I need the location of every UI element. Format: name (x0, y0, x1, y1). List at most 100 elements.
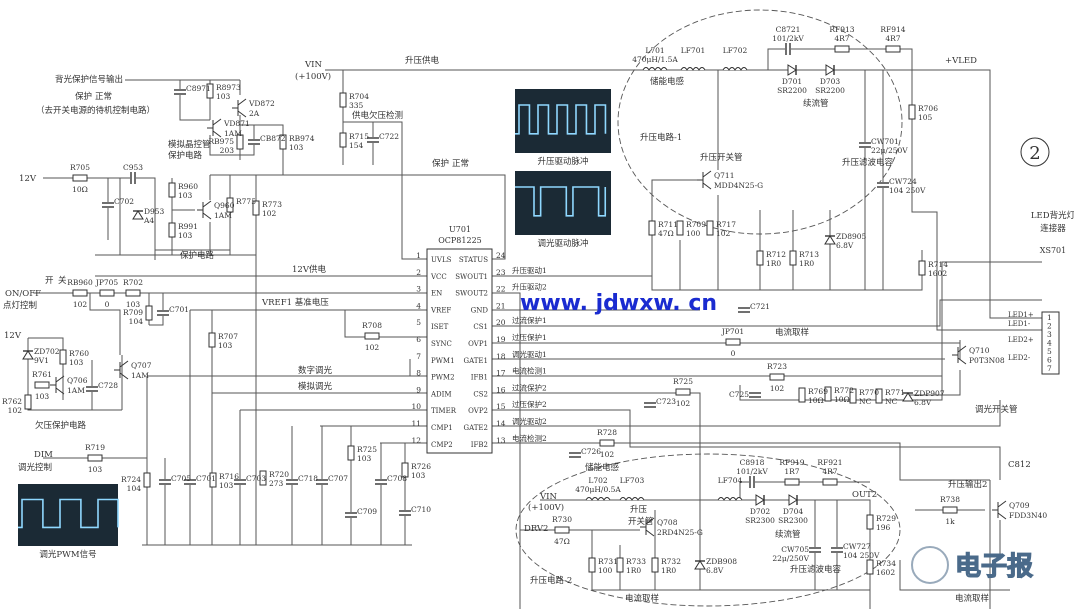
component-value: 102 (770, 384, 785, 393)
component-lf703 (619, 497, 645, 501)
resistor-icon (784, 478, 800, 486)
component-value: 273 (269, 479, 284, 488)
component-c953 (130, 171, 136, 185)
annotation: 调光控制 (18, 462, 52, 473)
boost-circuit-2-outline (515, 453, 901, 607)
component-value: 6.8V (836, 241, 854, 250)
resistor-icon (339, 92, 347, 108)
component-ref: R761 (32, 370, 52, 379)
component-ref: R725 (357, 445, 377, 454)
component-label-c725: C725 (729, 390, 749, 399)
component-value: 335 (349, 101, 364, 110)
component-value: P0T3N08 (969, 356, 1005, 365)
component-c728 (85, 386, 99, 392)
ic-part: OCP81225 (438, 236, 482, 245)
pin-name: IFB1 (471, 374, 488, 382)
component-ref: Q710 (969, 346, 990, 355)
component-value: 102 (73, 300, 88, 309)
component-value: 1AM (131, 371, 149, 380)
annotation: 12V (4, 331, 22, 341)
component-c708 (374, 479, 388, 485)
component-value: 1R0 (626, 566, 641, 575)
resistor-icon (769, 373, 785, 381)
pin-name: GATE2 (464, 424, 489, 432)
component-ref: CW705 (781, 545, 809, 554)
annotation: 正常 (452, 158, 469, 169)
boost-circuit-1-outline (617, 9, 903, 235)
resistor-icon (588, 557, 596, 573)
component-value: 102 (676, 399, 691, 408)
annotation: VIN (539, 492, 557, 502)
component-q711 (697, 170, 712, 190)
wire (209, 135, 240, 156)
component-ref: R705 (70, 163, 90, 172)
component-r705 (72, 174, 88, 182)
component-ref: Q960 (214, 201, 235, 210)
pin-number: 8 (416, 369, 421, 378)
component-rf913 (834, 45, 850, 53)
component-ref: D702 (750, 507, 771, 516)
component-value: SR2300 (745, 516, 775, 525)
capacitor-icon (858, 142, 872, 148)
resistor-icon (34, 381, 50, 389)
diode-icon (787, 64, 797, 76)
component-ref: RF914 (880, 25, 905, 34)
component-value: 47Ω (554, 537, 570, 546)
ic-u701 (426, 248, 493, 454)
diode-icon (824, 235, 836, 245)
component-label-c723: C723 (656, 397, 676, 406)
component-ref: C701 (169, 305, 189, 314)
component-ref: Q707 (131, 361, 152, 370)
component-label-c701: C701 (196, 474, 216, 483)
component-label-c702: C702 (114, 197, 134, 206)
component-r775 (226, 197, 234, 213)
component-d703 (825, 64, 835, 76)
component-ref: R762 (2, 397, 22, 406)
annotation: 续流管 (803, 98, 829, 109)
pin-name: GATE1 (464, 357, 489, 365)
pin-name: PWM2 (431, 374, 455, 382)
component-q710 (952, 345, 967, 365)
component-lf702 (722, 67, 748, 71)
component-rb974 (279, 134, 287, 150)
component-value: 100 (598, 566, 613, 575)
inductor-icon (642, 67, 668, 71)
diode-icon (902, 392, 914, 402)
annotation: LED背光灯 (1031, 210, 1074, 221)
pin-number: 5 (416, 318, 421, 327)
annotation: 续流管 (775, 529, 801, 540)
ic-body (426, 248, 493, 454)
wire (899, 560, 1010, 591)
component-label-lf703: LF703 (620, 476, 645, 485)
wire (492, 400, 1001, 427)
signal-label: 过压保护1 (512, 332, 547, 342)
component-ref: R720 (269, 470, 289, 479)
component-ref: C703 (246, 474, 266, 483)
signal-label: 电流检测2 (512, 433, 547, 443)
resistor-icon (675, 388, 691, 396)
pin-number: 14 (496, 419, 506, 428)
component-rf921 (822, 478, 838, 486)
component-vd871 (207, 118, 222, 138)
component-q707 (114, 360, 129, 380)
component-ref: R706 (918, 104, 938, 113)
component-ref: R713 (799, 250, 819, 259)
oscilloscope-waveform: 调光驱动脉冲 (515, 171, 611, 249)
component-cw701 (858, 142, 872, 148)
resistor-icon (918, 260, 926, 276)
resistor-icon (885, 45, 901, 53)
component-c723 (643, 402, 657, 408)
component-jp701 (725, 338, 741, 346)
component-ref: R728 (597, 428, 617, 437)
